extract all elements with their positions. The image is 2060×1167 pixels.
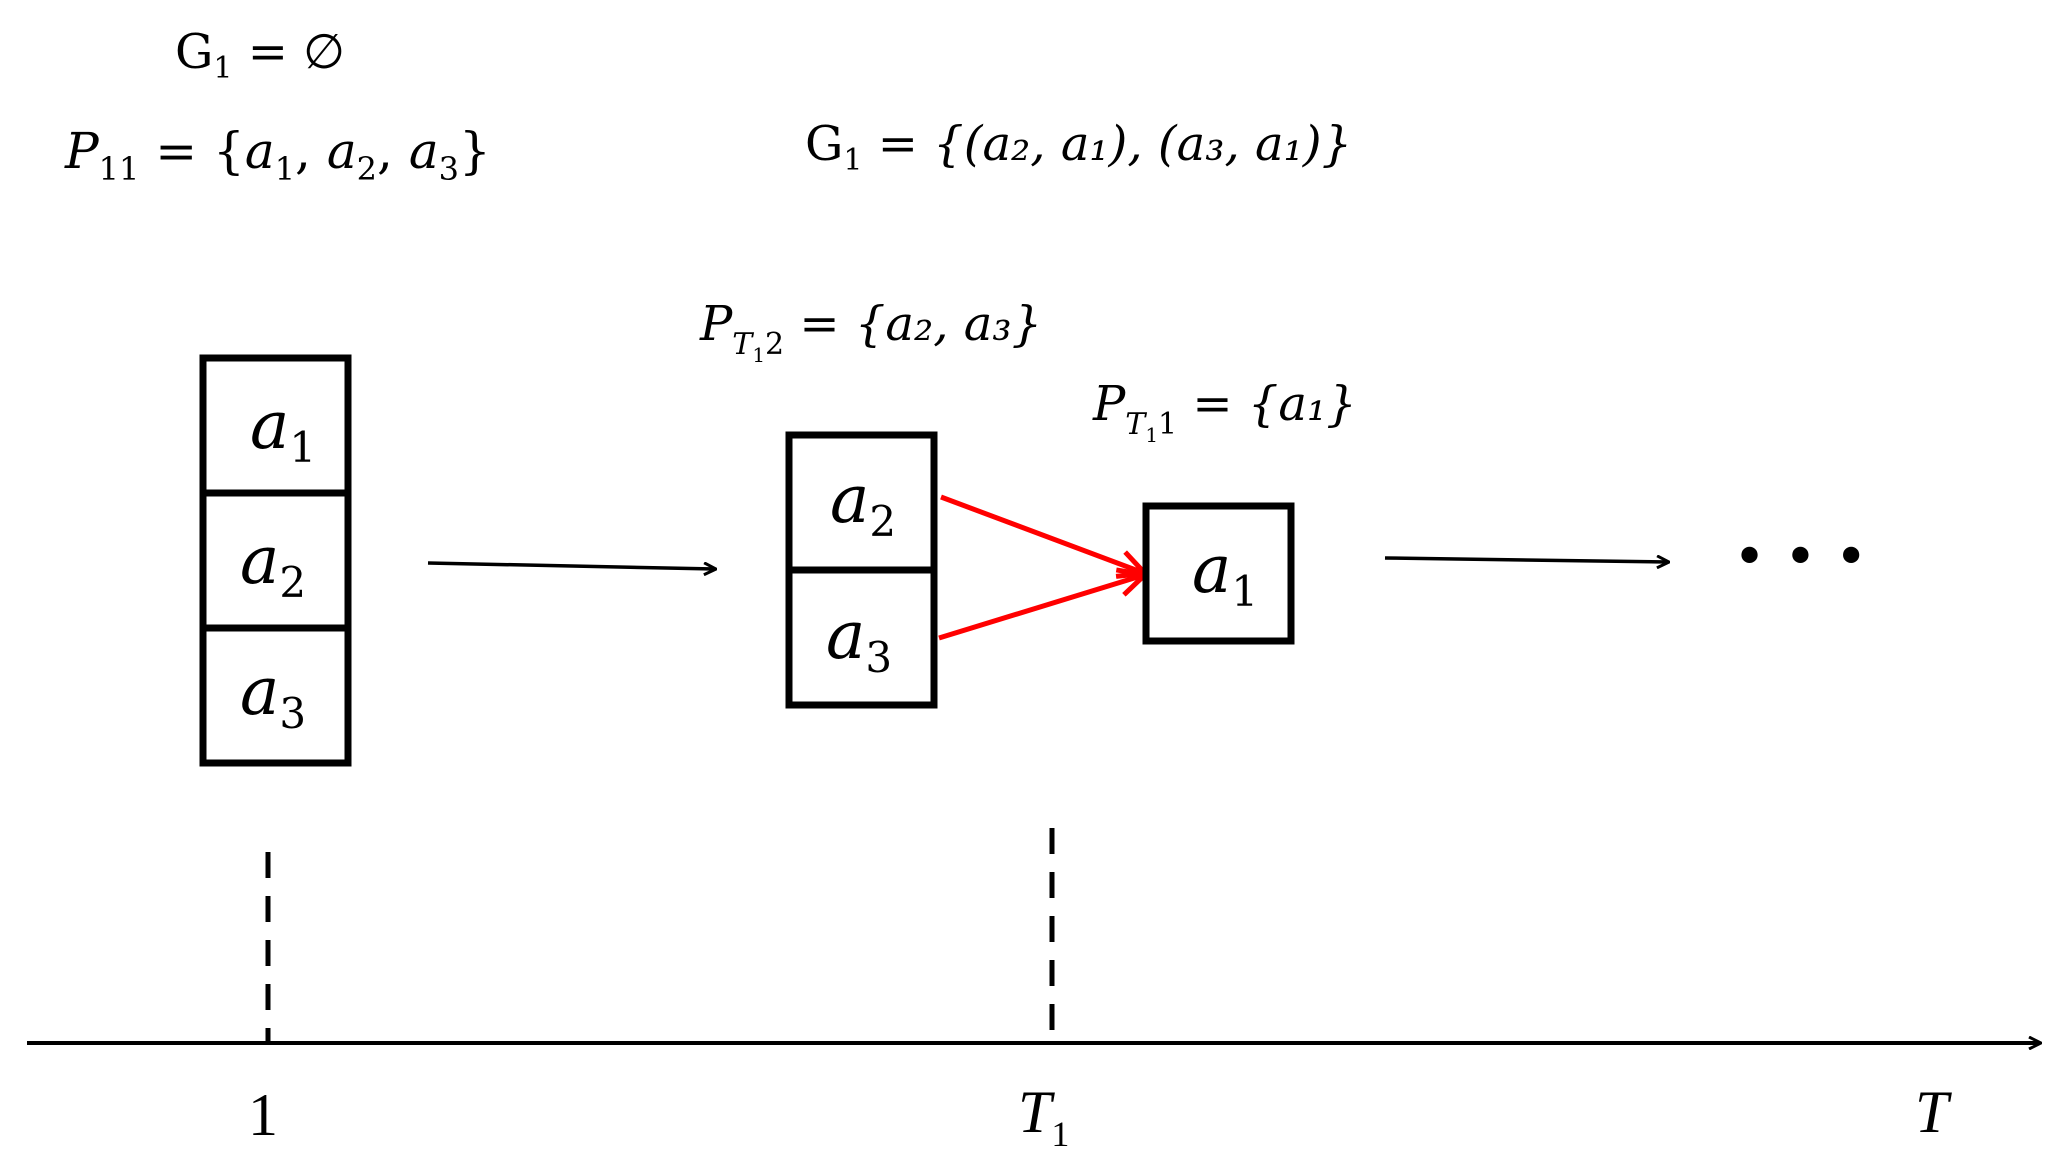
stack-2-label-a2: a2 [830, 461, 896, 546]
edge-a3-a1 [938, 575, 1144, 641]
stack-1-label-a1: a1 [250, 387, 316, 472]
axis-end-label: T [1915, 1079, 1952, 1145]
stack-3-label-a1: a1 [1192, 531, 1258, 616]
ellipsis: • • • [1733, 525, 1868, 590]
stack-3-cell-a1 [1142, 502, 1295, 645]
stack-1-label-a3: a3 [240, 653, 306, 738]
stack-3: a1 [1142, 502, 1295, 645]
transition-arrow-2 [1384, 558, 1668, 562]
transition-arrow-1 [427, 561, 715, 569]
stack-2-label-a3: a3 [826, 597, 892, 682]
stack-1-label-a2: a2 [240, 522, 306, 607]
pt12-label: PT12 = {a₂, a₃} [699, 296, 1042, 367]
axis-tick-1: 1 [248, 1082, 278, 1148]
g1-edges-label: G1 = {(a₂, a₁), (a₃, a₁)} [805, 116, 1352, 178]
stack-1-cell-a3 [199, 624, 352, 767]
axis-tick-t1: T1 [1018, 1079, 1069, 1154]
edge-a2-a1 [940, 494, 1144, 573]
stack-1: a1 a2 a3 [199, 354, 352, 767]
g1-empty-label: G1 = ∅ [175, 24, 345, 86]
pt11-label: PT11 = {a₁} [1092, 376, 1357, 447]
stack-2-cell-a3 [785, 566, 938, 709]
stack-2: a2 a3 [785, 431, 938, 709]
p11-label: P11 = {a1, a2, a3} [64, 122, 491, 188]
